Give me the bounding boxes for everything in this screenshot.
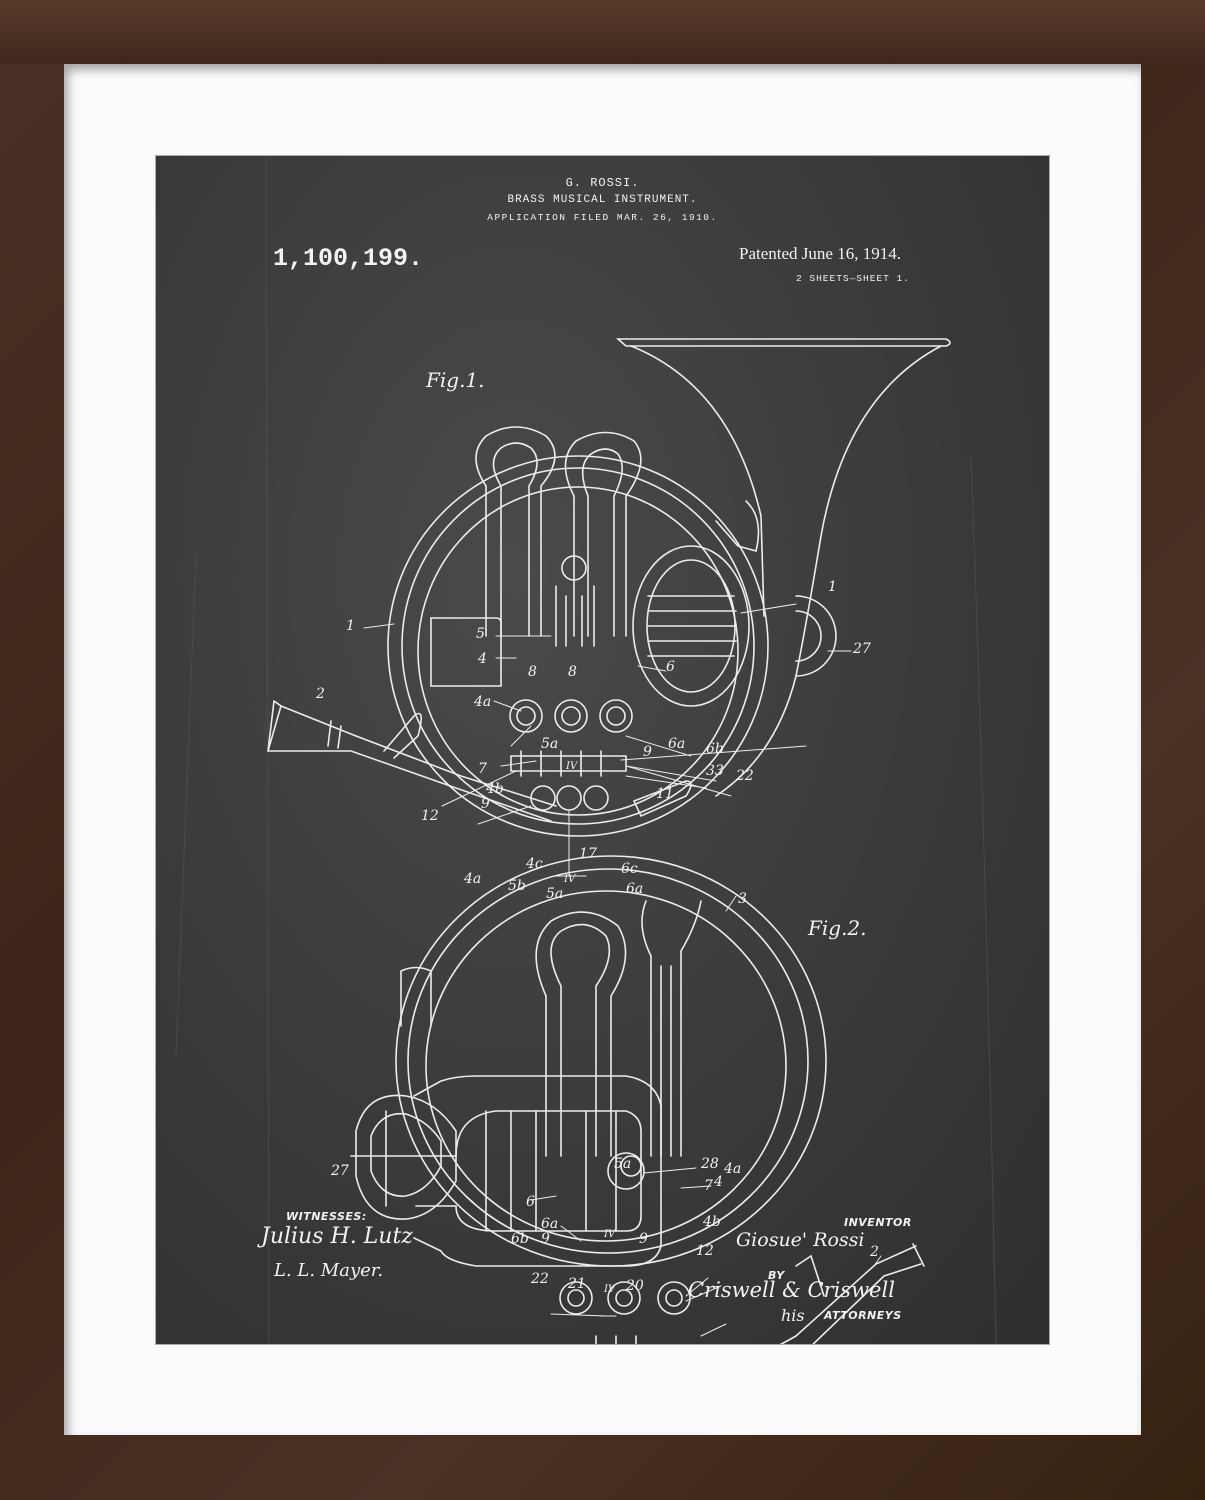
part-label: 5a [614,1156,632,1172]
part-label: 7 [478,761,487,777]
part-label: 5a [546,886,564,902]
part-label: 9 [481,796,490,812]
part-label: 1 [346,618,355,634]
part-label: 4a [474,694,492,710]
part-label: 8 [528,664,537,680]
patent-date: Patented June 16, 1914. [739,244,901,263]
patent-print: G. ROSSI. BRASS MUSICAL INSTRUMENT. APPL… [155,155,1050,1345]
part-label: 4b [486,781,504,797]
part-label: 6b [706,741,724,757]
inventor-signature: Giosue' Rossi [736,1229,865,1251]
part-label: 4a [724,1161,742,1177]
part-label: 6 [526,1194,535,1210]
witnesses-label: WITNESSES: [286,1210,367,1223]
part-label: 6a [626,881,644,897]
part-label: 5b [508,878,526,894]
attorneys-prefix: his [781,1306,805,1325]
part-label: 7 [704,1178,713,1194]
part-label: IV [604,1229,616,1240]
part-label: 6 [666,659,675,675]
part-label: 17 [579,846,597,862]
part-label: 22 [531,1271,549,1287]
part-label: 4b [703,1214,721,1230]
part-label: 6a [668,736,686,752]
filing-date: APPLICATION FILED MAR. 26, 1910. [487,212,718,223]
part-label: 4 [478,651,487,667]
inventor-label: INVENTOR [844,1216,912,1229]
part-label: 9 [639,1231,648,1247]
witness-signature-2: L. L. Mayer. [274,1260,384,1281]
witness-signature-1: Julius H. Lutz [261,1224,413,1249]
part-label: 4c [526,856,543,872]
part-label: 12 [696,1243,714,1259]
part-label: IV [566,761,578,772]
part-label: 9 [643,744,652,760]
picture-frame-top [0,0,1205,64]
part-label: 3 [738,891,747,907]
part-label: 27 [853,641,871,657]
attorneys-signature: Criswell & Criswell [688,1278,895,1302]
by-label: BY [768,1269,785,1282]
part-label: IV [604,1284,616,1295]
part-label: 12 [421,808,439,824]
part-label: 5 [476,626,485,642]
sheet-count: 2 SHEETS—SHEET 1. [796,273,910,284]
part-label: 1 [828,579,837,595]
patent-number: 1,100,199. [273,244,424,273]
part-label: 33 [706,763,724,779]
part-label: 11 [656,786,674,802]
part-label: 6a [541,1216,559,1232]
fig2-label: Fig.2. [808,916,867,940]
part-label: 21 [568,1276,586,1292]
part-label: IV [564,874,576,885]
fig1-label: Fig.1. [426,368,485,392]
horn-drawing-icon [175,156,997,1344]
part-label: 4a [464,871,482,887]
part-label: 8 [568,664,577,680]
patent-title: BRASS MUSICAL INSTRUMENT. [507,194,698,206]
part-label: 20 [626,1278,644,1294]
part-label: 4 [714,1174,723,1190]
part-label: 9 [541,1231,550,1247]
part-label: 28 [701,1156,719,1172]
part-label: 2 [316,686,325,702]
part-label: 27 [331,1163,349,1179]
part-label: 6b [511,1231,529,1247]
part-label: 2 [870,1244,879,1260]
inventor-heading: G. ROSSI. [565,176,640,190]
part-label: 22 [736,768,754,784]
part-label: 5a [541,736,559,752]
part-label: 6c [621,861,638,877]
attorneys-label: ATTORNEYS [824,1309,902,1322]
